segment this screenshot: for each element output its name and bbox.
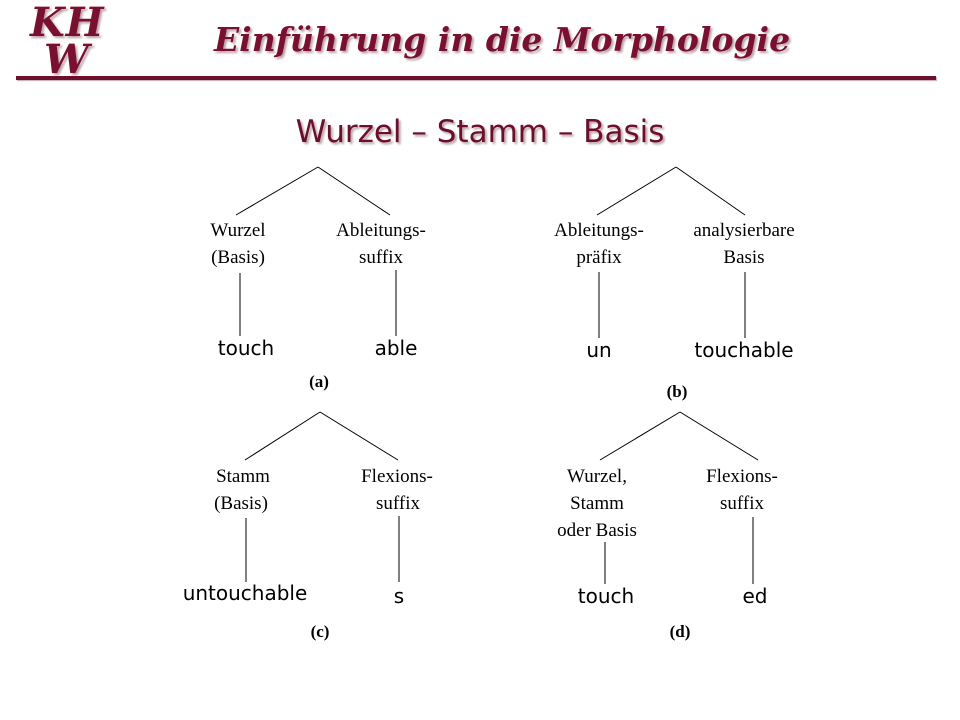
tree-d-left-morph: touch <box>578 584 634 608</box>
tree-a-branch-left <box>235 166 319 216</box>
tree-a: Wurzel (Basis) Ableitungs- suffix touch … <box>210 166 426 391</box>
tree-d-right-label-line2: suffix <box>720 493 764 514</box>
tree-c-branch-left <box>244 411 321 461</box>
tree-b-right-label-line2: Basis <box>723 247 764 268</box>
tree-d-tag: (d) <box>670 622 691 641</box>
tree-a-right-morph: able <box>375 336 418 360</box>
tree-a-left-label-line1: Wurzel <box>210 220 265 241</box>
course-title: Einführung in die Morphologie <box>214 20 791 59</box>
tree-c-left-label-line2: (Basis) <box>214 493 268 514</box>
tree-c-left-label-line1: Stamm <box>216 466 270 487</box>
tree-d-left-label-line3: oder Basis <box>557 520 637 541</box>
tree-a-left-morph: touch <box>218 336 274 360</box>
tree-d-left-label-line1: Wurzel, <box>567 466 627 487</box>
tree-b-left-label-line1: Ableitungs- <box>554 220 644 241</box>
tree-c-branch-right <box>319 411 399 461</box>
tree-d-branch-right <box>679 411 759 461</box>
tree-c-left-morph: untouchable <box>183 581 308 605</box>
logo-kh: KH <box>30 0 105 46</box>
tree-b-right-morph: touchable <box>694 338 793 362</box>
tree-b-branch-left <box>596 166 677 216</box>
tree-d-left-label-line2: Stamm <box>570 493 624 514</box>
tree-b-right-label-line1: analysierbare <box>693 220 794 241</box>
tree-b-left-label-line2: präfix <box>576 247 622 268</box>
tree-b: Ableitungs- präfix analysierbare Basis u… <box>554 166 795 401</box>
tree-a-branch-right <box>317 166 391 216</box>
tree-d-branch-left <box>599 411 681 461</box>
tree-a-right-label-line1: Ableitungs- <box>336 220 426 241</box>
tree-c-right-label-line2: suffix <box>376 493 420 514</box>
header-rule <box>16 76 936 80</box>
tree-a-right-label-line2: suffix <box>359 247 403 268</box>
tree-c: Stamm (Basis) Flexions- suffix untouchab… <box>183 411 433 641</box>
tree-b-tag: (b) <box>667 382 688 401</box>
logo-w: W <box>44 36 89 83</box>
slide-title: Wurzel – Stamm – Basis <box>295 114 665 150</box>
tree-c-right-morph: s <box>394 584 404 608</box>
tree-c-tag: (c) <box>311 622 330 641</box>
tree-b-left-morph: un <box>586 338 611 362</box>
tree-d-right-label-line1: Flexions- <box>706 466 778 487</box>
tree-d-right-morph: ed <box>743 584 768 608</box>
tree-b-branch-right <box>675 166 746 216</box>
tree-a-left-label-line2: (Basis) <box>211 247 265 268</box>
tree-d: Wurzel, Stamm oder Basis Flexions- suffi… <box>557 411 778 641</box>
tree-c-right-label-line1: Flexions- <box>361 466 433 487</box>
tree-a-tag: (a) <box>309 372 329 391</box>
